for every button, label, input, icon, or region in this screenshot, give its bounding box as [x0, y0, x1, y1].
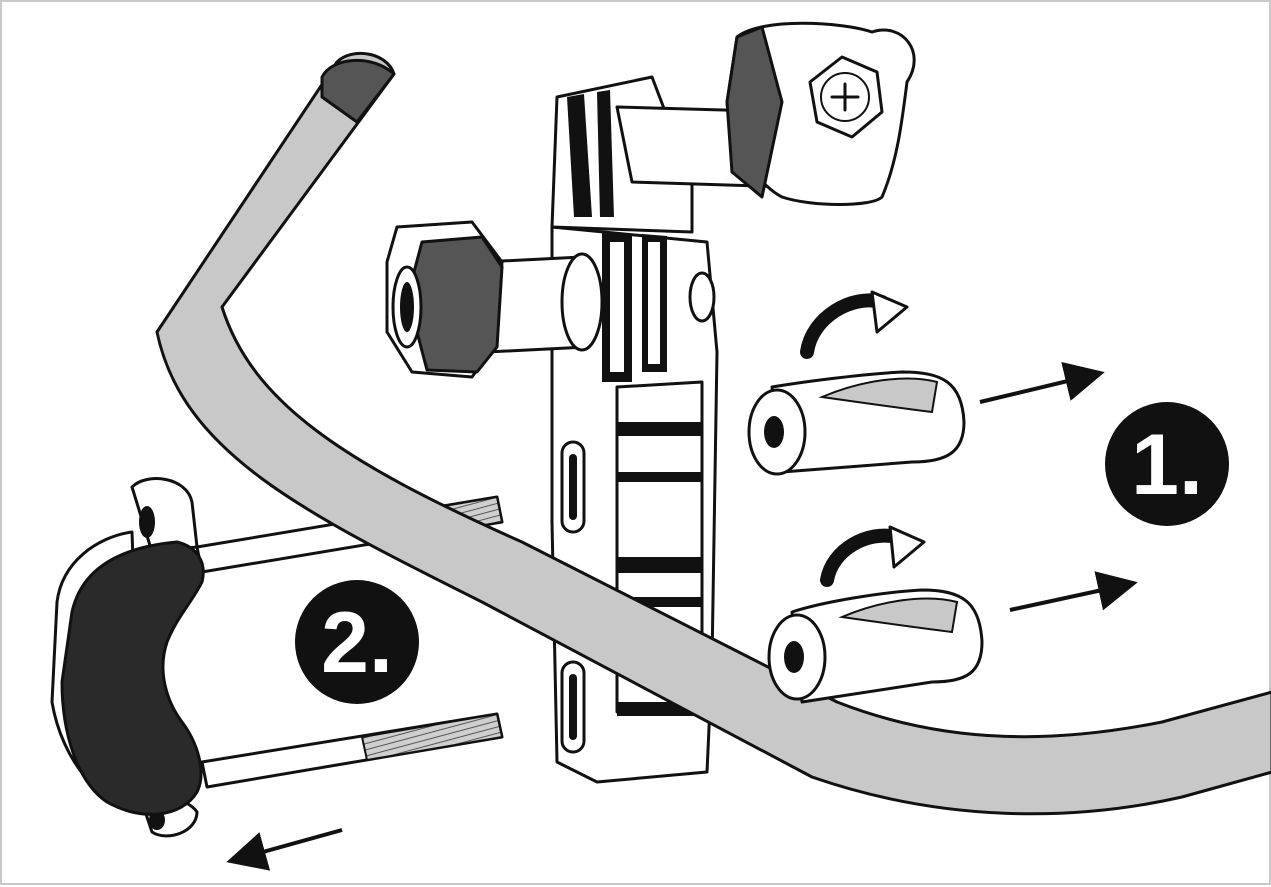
step-label-2: 2.: [321, 595, 393, 691]
step-badge-2: 2.: [295, 580, 419, 704]
arrow-icon: [979, 361, 1105, 404]
arrow-icon: [226, 828, 343, 871]
curved-arrow-icon: [800, 290, 909, 359]
top-thumb-knob: [725, 21, 916, 206]
handlebar: [155, 52, 1271, 816]
side-thumb-knob: [385, 220, 604, 379]
clamp-pad: [50, 477, 205, 838]
arrow-icon: [1009, 571, 1138, 612]
curved-arrow-icon: [820, 525, 926, 587]
screw-knob-upper: [747, 370, 966, 476]
step-badge-1: 1.: [1105, 402, 1229, 526]
screw-knob-lower: [767, 588, 984, 704]
step-label-1: 1.: [1131, 417, 1203, 513]
hinge-pin: [688, 271, 716, 323]
